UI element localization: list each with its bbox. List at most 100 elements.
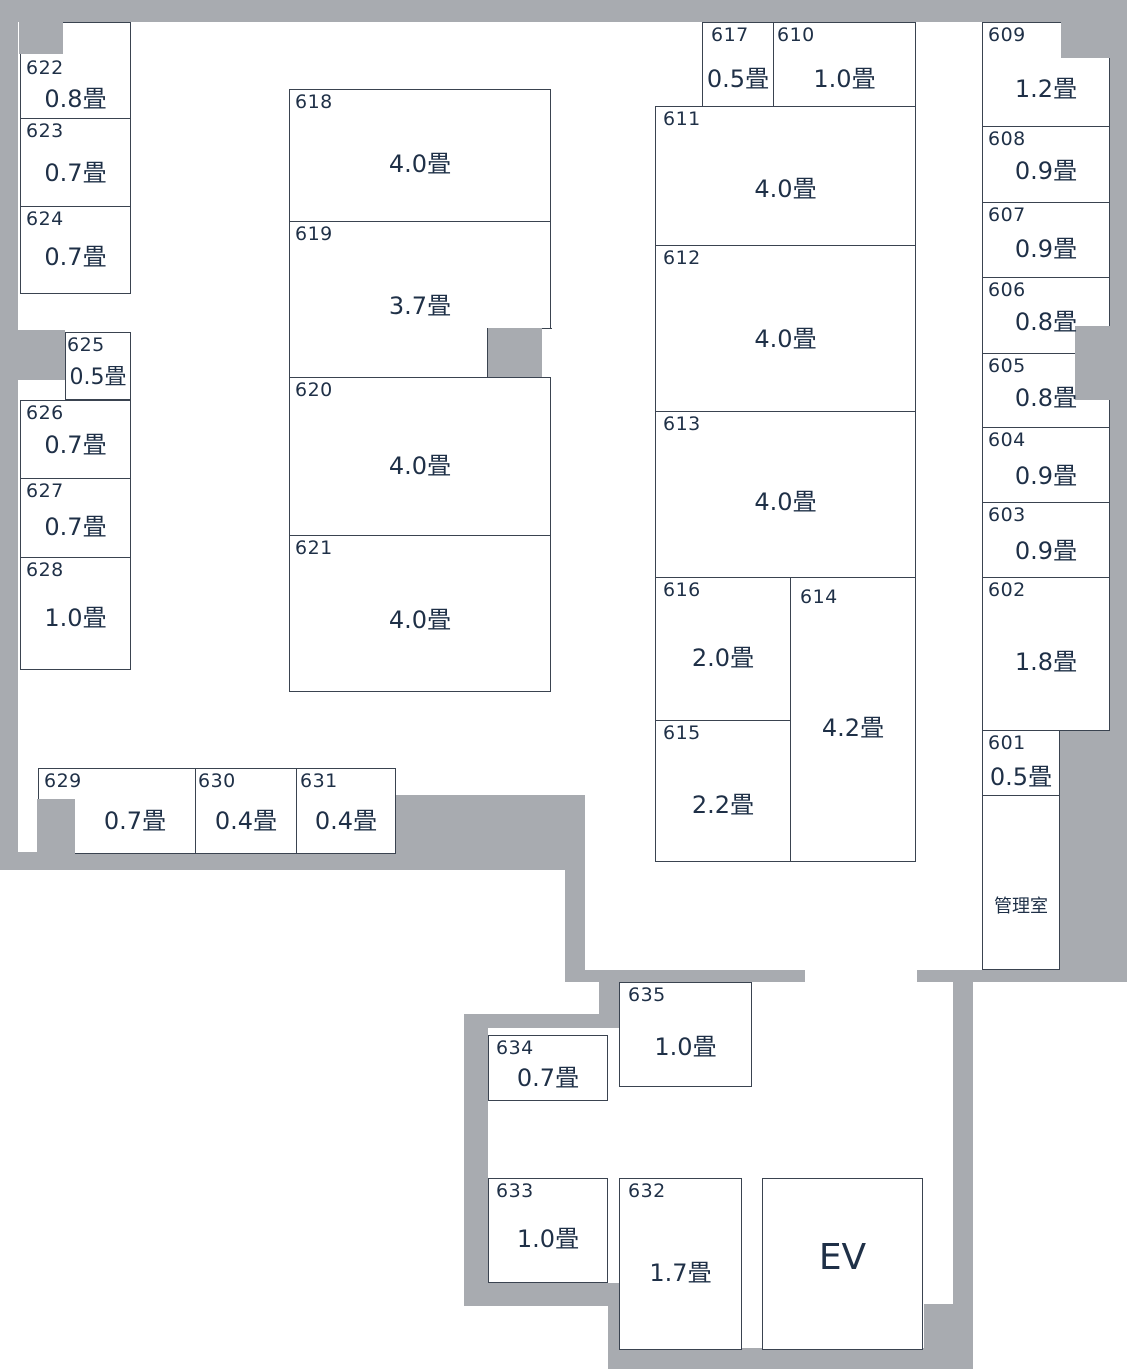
unit-number: 617 [711, 24, 749, 46]
unit-size: 4.0畳 [754, 325, 817, 353]
unit-635[interactable]: 635 1.0畳 [619, 982, 752, 1087]
wall-right-lower [1058, 730, 1127, 982]
unit-size: 0.8畳 [1014, 384, 1078, 412]
unit-number: 629 [44, 770, 82, 792]
unit-616[interactable]: 616 2.0畳 [655, 577, 791, 721]
unit-size: 1.0畳 [813, 65, 876, 93]
unit-size: 0.7畳 [44, 159, 107, 187]
wall-annex-right [953, 980, 973, 1369]
unit-size: 4.2畳 [821, 714, 885, 742]
unit-601[interactable]: 601 0.5畳 [982, 730, 1060, 796]
unit-610[interactable]: 610 1.0畳 [773, 22, 916, 107]
unit-size: 1.0畳 [516, 1225, 580, 1253]
unit-number: 623 [26, 120, 64, 142]
wall-annex-bottom-left [464, 1283, 620, 1306]
unit-615[interactable]: 615 2.2畳 [655, 720, 791, 862]
wall-annex-base [608, 1348, 973, 1369]
unit-602[interactable]: 602 1.8畳 [982, 577, 1110, 731]
unit-609[interactable]: 609 1.2畳 [982, 21, 1111, 127]
unit-603[interactable]: 603 0.9畳 [982, 502, 1110, 578]
unit-622-notch [19, 21, 63, 54]
unit-626[interactable]: 626 0.7畳 [20, 400, 131, 479]
unit-618[interactable]: 618 4.0畳 [289, 89, 551, 222]
unit-size: 0.9畳 [1014, 157, 1078, 185]
unit-size: 0.4畳 [214, 807, 278, 835]
pillar-619 [488, 328, 542, 377]
unit-614[interactable]: 614 4.2畳 [790, 577, 916, 862]
wall-lower-mid [565, 970, 805, 982]
unit-number: 603 [988, 504, 1026, 526]
unit-size: 4.0畳 [388, 452, 452, 480]
wall-left [0, 0, 18, 868]
unit-number: 621 [295, 537, 333, 559]
unit-623[interactable]: 623 0.7畳 [20, 118, 131, 207]
unit-size: 0.7畳 [44, 431, 107, 459]
unit-617[interactable]: 617 0.5畳 [702, 22, 774, 107]
unit-size: 3.7畳 [388, 292, 452, 320]
unit-size: 1.2畳 [1014, 75, 1078, 103]
unit-number: 604 [988, 429, 1026, 451]
unit-625[interactable]: 625 0.5畳 [65, 332, 131, 400]
unit-number: 601 [988, 732, 1026, 754]
unit-629[interactable]: 629 0.7畳 [37, 768, 196, 855]
unit-number: 610 [777, 24, 815, 46]
unit-632[interactable]: 632 1.7畳 [619, 1178, 742, 1350]
unit-size: 0.9畳 [1014, 462, 1078, 490]
unit-number: 631 [300, 770, 338, 792]
unit-number: 628 [26, 559, 64, 581]
unit-633[interactable]: 633 1.0畳 [488, 1178, 608, 1283]
unit-634[interactable]: 634 0.7畳 [488, 1035, 608, 1101]
unit-size: 4.0畳 [754, 175, 817, 203]
unit-size: 0.5畳 [706, 65, 770, 93]
wall-center-column [565, 852, 585, 980]
unit-size: 0.7畳 [44, 243, 107, 271]
unit-number: 620 [295, 379, 333, 401]
unit-620[interactable]: 620 4.0畳 [289, 377, 551, 536]
unit-606-notch [1075, 326, 1111, 355]
unit-number: 622 [26, 57, 64, 79]
unit-number: 605 [988, 355, 1026, 377]
unit-size: 2.2畳 [691, 791, 755, 819]
unit-number: 625 [67, 334, 105, 356]
wall-annex-left [464, 1014, 488, 1306]
elevator: EV [762, 1178, 923, 1350]
unit-size: 4.0畳 [754, 488, 817, 516]
unit-605[interactable]: 605 0.8畳 [982, 352, 1111, 428]
unit-number: 611 [663, 108, 701, 130]
unit-number: 612 [663, 247, 701, 269]
unit-606[interactable]: 606 0.8畳 [982, 277, 1111, 355]
unit-612[interactable]: 612 4.0畳 [655, 245, 916, 412]
unit-number: 614 [800, 586, 838, 608]
unit-611[interactable]: 611 4.0畳 [655, 106, 916, 246]
wall-annex-left-top [464, 1014, 620, 1028]
unit-size: 0.5畳 [69, 365, 127, 390]
unit-621[interactable]: 621 4.0畳 [289, 535, 551, 692]
unit-size: 1.0畳 [44, 604, 107, 632]
unit-size: 0.5畳 [989, 763, 1053, 791]
unit-size: 0.7畳 [516, 1064, 580, 1092]
unit-627[interactable]: 627 0.7畳 [20, 478, 131, 558]
unit-size: 0.8畳 [44, 85, 107, 113]
unit-size: 4.0畳 [388, 150, 452, 178]
unit-630[interactable]: 630 0.4畳 [195, 768, 297, 854]
unit-size: 0.8畳 [1014, 308, 1078, 336]
unit-number: 627 [26, 480, 64, 502]
unit-608[interactable]: 608 0.9畳 [982, 126, 1110, 203]
unit-number: 635 [628, 984, 666, 1006]
unit-624[interactable]: 624 0.7畳 [20, 206, 131, 294]
unit-size: 0.9畳 [1014, 235, 1078, 263]
unit-631[interactable]: 631 0.4畳 [296, 768, 396, 854]
unit-size: 0.9畳 [1014, 537, 1078, 565]
unit-622[interactable]: 622 0.8畳 [19, 21, 131, 119]
unit-number: 609 [988, 24, 1026, 46]
unit-604[interactable]: 604 0.9畳 [982, 427, 1110, 503]
unit-628[interactable]: 628 1.0畳 [20, 557, 131, 670]
unit-607[interactable]: 607 0.9畳 [982, 202, 1110, 278]
unit-number: 602 [988, 579, 1026, 601]
unit-size: 1.0畳 [654, 1033, 717, 1061]
management-office: 管理室 [982, 795, 1060, 970]
unit-613[interactable]: 613 4.0畳 [655, 411, 916, 578]
unit-size: 0.7畳 [44, 513, 107, 541]
unit-size: 0.4畳 [314, 807, 378, 835]
unit-629-notch [37, 799, 75, 855]
